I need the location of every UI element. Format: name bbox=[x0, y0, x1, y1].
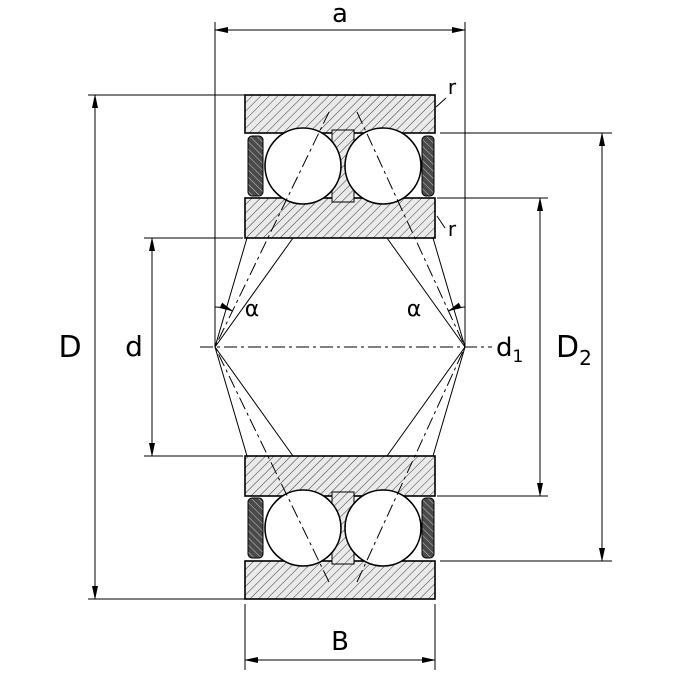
seal-lower-left bbox=[247, 497, 264, 559]
dimension-a: a bbox=[214, 0, 466, 347]
label-r-upper: r bbox=[448, 75, 457, 99]
contact-angle-arc-left bbox=[214, 302, 234, 312]
label-a: a bbox=[332, 0, 348, 29]
leader-line bbox=[436, 215, 446, 229]
dimension-D2: D2 bbox=[440, 132, 612, 562]
ball-upper-right bbox=[344, 127, 422, 205]
bearing-lower-section bbox=[244, 455, 436, 600]
label-d1: d1 bbox=[496, 333, 523, 367]
label-alpha-left: α bbox=[245, 297, 260, 322]
outer-ring-lower bbox=[244, 560, 436, 600]
dimension-d1: d1 bbox=[437, 197, 548, 497]
contact-line-upper-left bbox=[214, 111, 330, 348]
label-D2: D2 bbox=[556, 330, 592, 370]
dimension-d: d bbox=[125, 237, 243, 457]
label-alpha-right: α bbox=[407, 297, 422, 322]
outer-ring-upper bbox=[244, 94, 436, 134]
seal-upper-right bbox=[421, 135, 435, 197]
cone-edge bbox=[432, 237, 466, 348]
contact-angle-arc-right bbox=[447, 302, 466, 312]
contact-line-upper-right bbox=[356, 111, 466, 348]
inner-ring-lower bbox=[244, 455, 436, 497]
cone-edge bbox=[214, 346, 294, 457]
seal-lower-right bbox=[421, 497, 435, 559]
seal-upper-left bbox=[247, 135, 264, 197]
cone-edge bbox=[386, 237, 466, 348]
label-r-mid: r bbox=[448, 217, 457, 241]
label-B: B bbox=[331, 627, 349, 657]
dimension-D: D bbox=[58, 94, 247, 600]
contact-line-lower-left bbox=[214, 346, 330, 583]
cone-edge bbox=[214, 237, 248, 348]
contact-line-lower-right bbox=[356, 346, 466, 583]
cone-edge bbox=[386, 346, 466, 457]
leader-line bbox=[435, 97, 447, 108]
pressure-cone-construction: α α bbox=[200, 111, 492, 583]
cone-edge bbox=[214, 237, 294, 348]
label-d: d bbox=[125, 330, 143, 363]
dimension-B: B bbox=[244, 604, 436, 670]
radius-callouts: r r bbox=[435, 75, 457, 241]
cone-edge bbox=[214, 346, 248, 457]
ball-lower-right bbox=[344, 489, 422, 567]
bearing-upper-section bbox=[244, 94, 436, 239]
cone-edge bbox=[432, 346, 466, 457]
label-D: D bbox=[58, 330, 81, 365]
inner-ring-upper bbox=[244, 197, 436, 239]
